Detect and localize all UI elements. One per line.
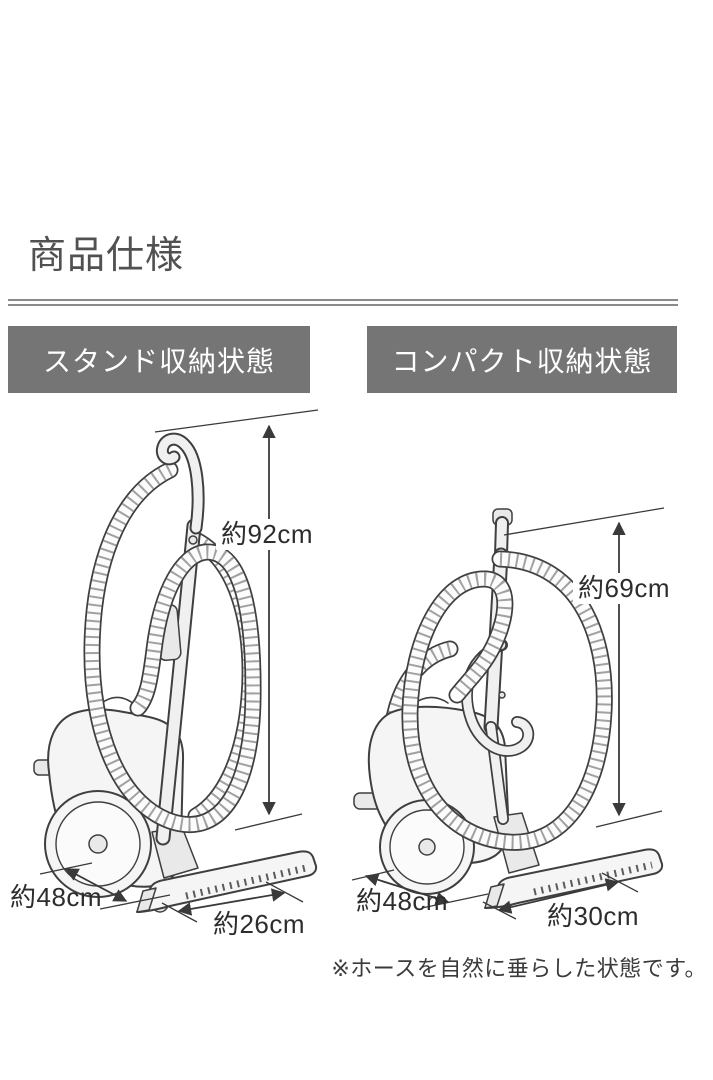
height-dimension (503, 507, 665, 828)
handle (155, 432, 205, 535)
width-dimension (482, 872, 639, 920)
stand-depth-label: 約48cm (10, 882, 103, 912)
panel-header-compact: コンパクト収納状態 (367, 326, 677, 393)
panel-header-stand: スタンド収納状態 (8, 326, 310, 393)
compact-width-label: 約30cm (546, 901, 640, 931)
height-dimension (154, 409, 319, 831)
compact-height-label: 約69cm (572, 573, 676, 605)
vacuum-compact-illustration (352, 507, 665, 920)
depth-dimension (39, 862, 171, 910)
width-dimension (161, 881, 304, 923)
floor-head (484, 812, 664, 909)
rear-wheel (379, 799, 475, 895)
stand-width-label: 約26cm (212, 909, 306, 939)
depth-dimension (352, 869, 489, 909)
title-divider (8, 299, 678, 306)
compact-depth-label: 約48cm (356, 886, 449, 916)
page-title: 商品仕様 (28, 235, 185, 277)
vacuum-stand-illustration (33, 409, 319, 923)
hose-footnote: ※ホースを自然に垂らした状態です。 (331, 956, 707, 981)
stand-height-label: 約92cm (215, 519, 319, 551)
